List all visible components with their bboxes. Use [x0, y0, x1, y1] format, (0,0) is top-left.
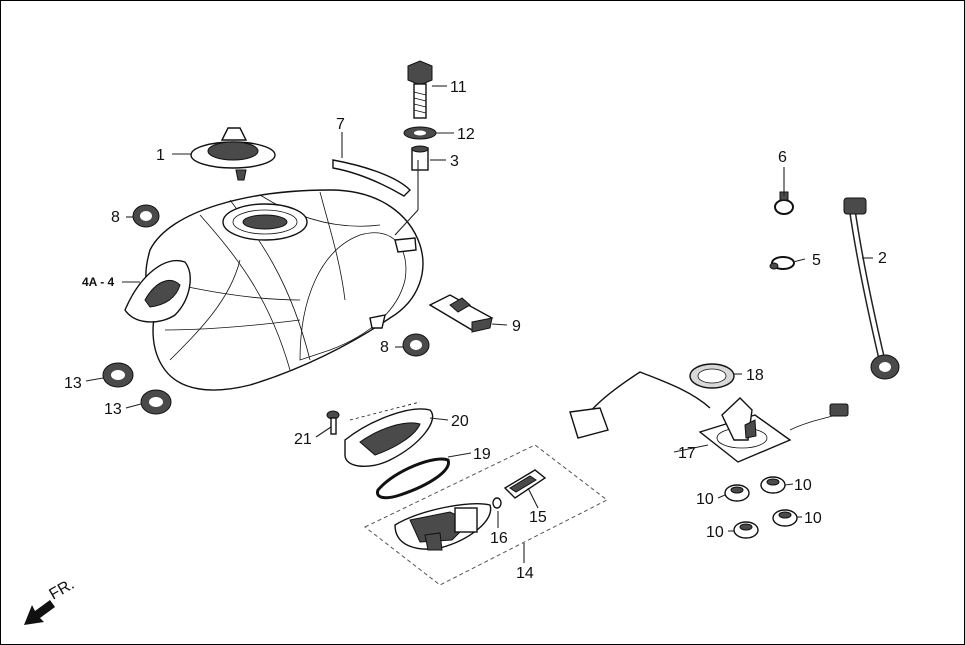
- flange-nut-2: [760, 476, 786, 494]
- callout-8-lower: 8: [380, 339, 389, 356]
- callout-10-c: 10: [706, 524, 724, 541]
- callout-3: 3: [450, 153, 459, 170]
- fuel-level-sender: [569, 371, 849, 463]
- pump-flange-plate: [344, 401, 434, 467]
- grommet-lower: [402, 333, 430, 357]
- grommet-upper: [132, 204, 160, 228]
- flange-nut-4: [772, 509, 798, 527]
- o-ring: [689, 363, 735, 389]
- callout-12: 12: [457, 126, 475, 143]
- hose-clip-lower: [769, 256, 795, 270]
- front-direction-label: FR.: [47, 576, 78, 604]
- pump-filter: [503, 469, 547, 499]
- callout-15: 15: [529, 509, 547, 526]
- fuel-cap: [190, 127, 276, 181]
- fuel-hose: [843, 197, 900, 380]
- flange-nut-3: [733, 521, 759, 539]
- callout-2: 2: [878, 250, 887, 267]
- callout-14: 14: [516, 565, 534, 582]
- callout-10-d: 10: [804, 510, 822, 527]
- mounting-bolt: [407, 60, 433, 119]
- flange-nut-1: [724, 484, 750, 502]
- front-direction-indicator: FR.: [24, 576, 77, 625]
- fuel-pump-assembly: [364, 444, 608, 586]
- cushion-lower: [140, 389, 172, 415]
- front-arrow-icon: [24, 600, 55, 625]
- fuel-tank: [124, 189, 424, 391]
- callout-8-upper: 8: [111, 209, 120, 226]
- part-callouts: 1 2 3 4A - 4 5 6 7 8 8 9 10 10 10 10 11 …: [64, 79, 887, 582]
- flange-bolt: [326, 410, 340, 435]
- callout-4a-4: 4A - 4: [82, 275, 115, 289]
- pump-gasket: [375, 457, 450, 500]
- callout-20: 20: [451, 413, 469, 430]
- cushion-upper: [102, 362, 134, 388]
- callout-13-upper: 13: [64, 375, 82, 392]
- callout-17: 17: [678, 445, 696, 462]
- callout-5: 5: [812, 252, 821, 269]
- callout-9: 9: [512, 318, 521, 335]
- callout-10-b: 10: [794, 477, 812, 494]
- callout-18: 18: [746, 367, 764, 384]
- tank-pad: [428, 294, 494, 333]
- collar: [411, 145, 429, 171]
- callout-11: 11: [450, 79, 467, 96]
- callout-21: 21: [294, 431, 312, 448]
- decal-strip: [332, 159, 411, 197]
- callout-19: 19: [473, 446, 491, 463]
- callout-7: 7: [336, 116, 345, 133]
- washer: [403, 126, 437, 140]
- callout-1: 1: [156, 147, 165, 164]
- callout-13-lower: 13: [104, 401, 122, 418]
- callout-16: 16: [490, 530, 508, 547]
- callout-6: 6: [778, 149, 787, 166]
- callout-10-a: 10: [696, 491, 714, 508]
- leader-lines: [85, 85, 873, 563]
